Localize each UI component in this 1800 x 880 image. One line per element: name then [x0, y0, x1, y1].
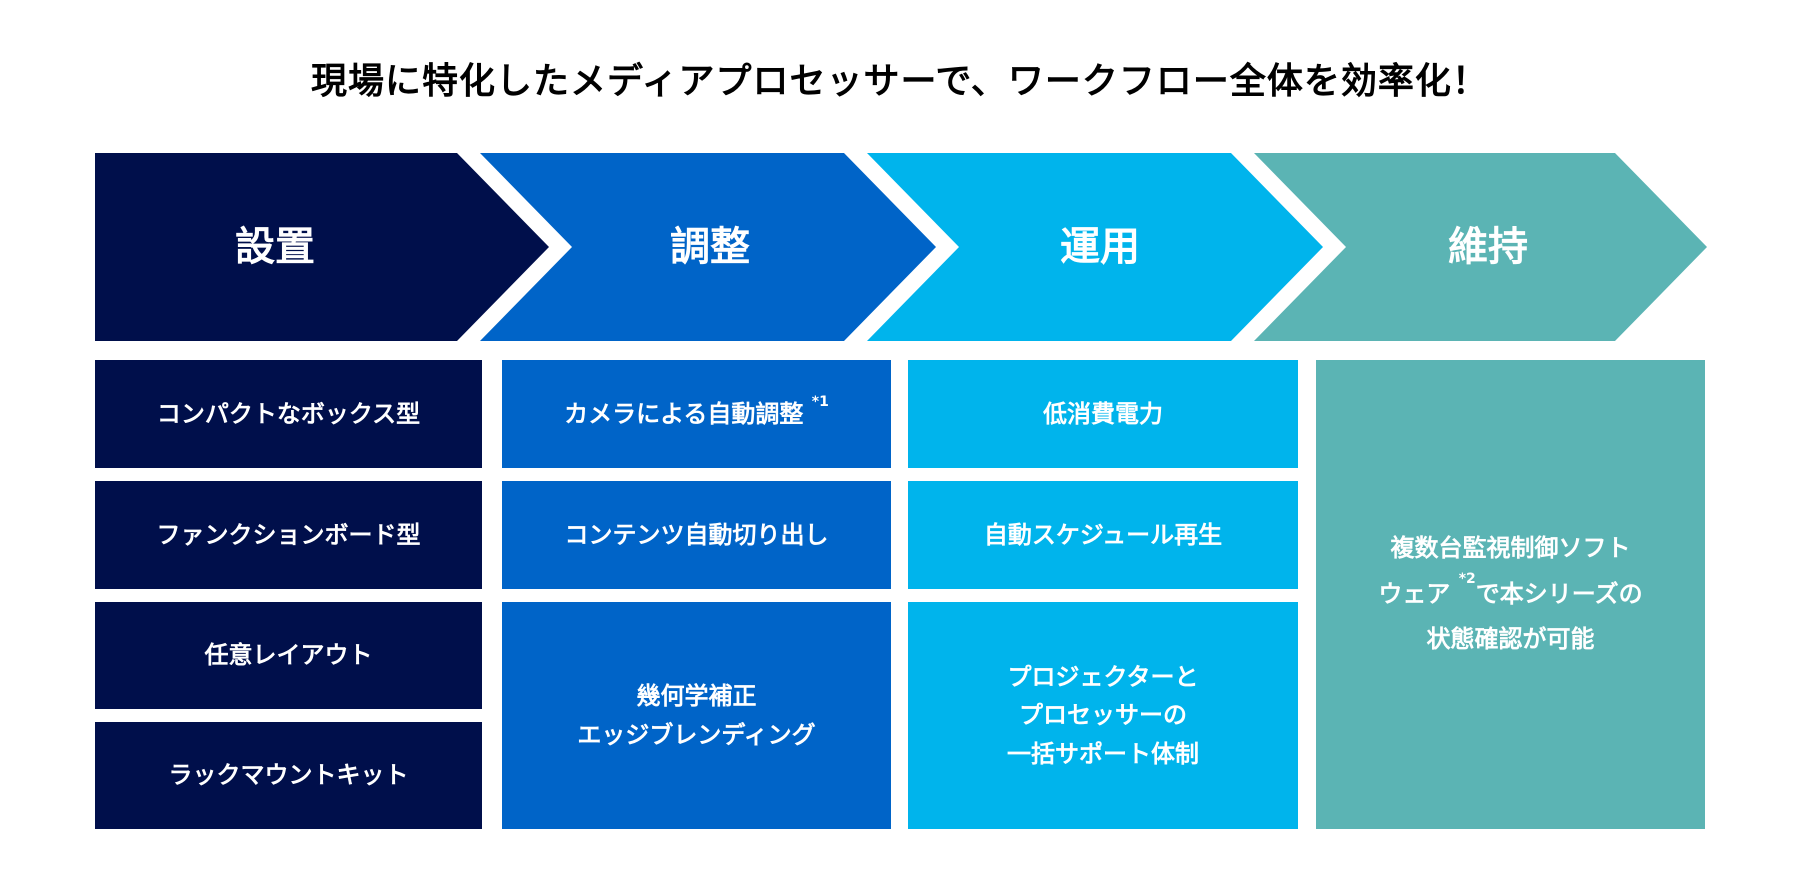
feature-box: 低消費電力 — [908, 360, 1298, 468]
stage-label-operate: 運用 — [1060, 224, 1140, 270]
arrow-maintain — [1254, 153, 1707, 341]
feature-box: 複数台監視制御ソフト ウェア *2で本シリーズの 状態確認が可能 — [1316, 360, 1705, 829]
feature-box: ラックマウントキット — [95, 722, 482, 829]
arrow-operate — [867, 153, 1323, 341]
feature-box: プロジェクターと プロセッサーの 一括サポート体制 — [908, 602, 1298, 829]
feature-text: プロジェクターと プロセッサーの 一括サポート体制 — [1007, 662, 1199, 768]
feature-text: 自動スケジュール再生 — [983, 520, 1223, 549]
arrow-adjust — [480, 153, 936, 341]
feature-text: コンパクトなボックス型 — [156, 399, 421, 428]
feature-box: コンパクトなボックス型 — [95, 360, 482, 468]
feature-box: 任意レイアウト — [95, 602, 482, 709]
feature-box: ファンクションボード型 — [95, 481, 482, 589]
feature-text: ラックマウントキット — [168, 761, 409, 790]
stage-label-install: 設置 — [235, 224, 315, 270]
stage-label-adjust: 調整 — [670, 224, 750, 270]
arrow-install — [95, 153, 549, 341]
feature-text: 任意レイアウト — [204, 641, 373, 670]
feature-box: カメラによる自動調整 *1 — [502, 360, 891, 468]
feature-text: で本シリーズの 状態確認が可能 — [1426, 579, 1643, 654]
feature-box: コンテンツ自動切り出し — [502, 481, 891, 589]
feature-text: コンテンツ自動切り出し — [564, 520, 829, 549]
feature-text: 低消費電力 — [1043, 399, 1163, 428]
feature-text: ファンクションボード型 — [156, 520, 421, 549]
feature-text: 幾何学補正 エッジブレンディング — [577, 682, 816, 749]
feature-box: 自動スケジュール再生 — [908, 481, 1298, 589]
footnote-marker: *1 — [811, 393, 829, 410]
stage-label-maintain: 維持 — [1448, 224, 1528, 270]
feature-text: 複数台監視制御ソフト ウェア — [1378, 534, 1631, 608]
feature-text: カメラによる自動調整 — [564, 399, 804, 428]
feature-box: 幾何学補正 エッジブレンディング — [502, 602, 891, 829]
footnote-marker: *2 — [1458, 570, 1476, 587]
page-title: 現場に特化したメディアプロセッサーで、ワークフロー全体を効率化！ — [311, 61, 1489, 102]
